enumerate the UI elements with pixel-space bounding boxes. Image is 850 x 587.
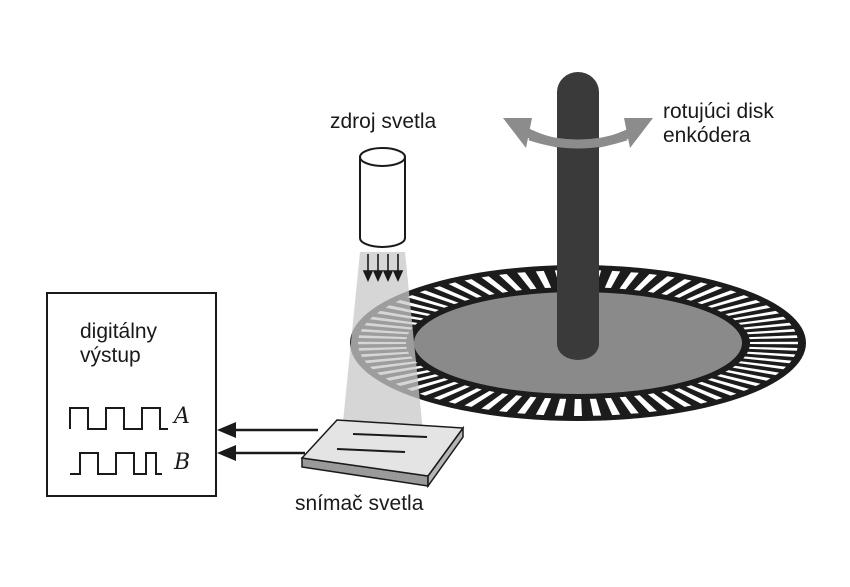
disk-slot — [448, 388, 482, 404]
light-source-icon — [359, 147, 406, 248]
output-box — [46, 292, 217, 497]
disk-slot — [464, 391, 495, 407]
light-source-label: zdroj svetla — [330, 110, 437, 133]
disk-slot — [619, 272, 639, 290]
disk-slot — [633, 274, 657, 291]
disk-slot — [674, 282, 708, 298]
disk-slot — [707, 295, 750, 308]
disk-slot — [481, 276, 509, 293]
disk-slot — [481, 393, 509, 410]
disk-slot — [499, 395, 523, 412]
disk-slot — [717, 374, 761, 386]
shaft — [557, 72, 599, 360]
signal-a-wave — [69, 407, 168, 430]
disk-slot — [604, 398, 621, 416]
disk-slot — [725, 370, 771, 381]
disk-slot — [589, 398, 602, 416]
disk-slot — [686, 286, 723, 301]
output-label-line2: výstup — [80, 344, 141, 367]
disk-slot — [732, 310, 780, 321]
disk-slot — [535, 270, 552, 288]
disk-slot — [604, 270, 621, 288]
disk-slot — [686, 385, 723, 400]
disk-slot — [697, 290, 737, 305]
disk-slot — [732, 365, 780, 376]
sensor-top — [300, 419, 465, 477]
disk-slot — [517, 396, 537, 414]
light-sensor — [300, 419, 465, 489]
disk-slot — [554, 398, 567, 416]
disk-slot — [419, 290, 459, 305]
disk-slot — [717, 300, 761, 312]
disk-slot — [647, 276, 675, 293]
disk-slot — [419, 381, 459, 396]
disk-slot — [661, 391, 692, 407]
disk-slot — [448, 282, 482, 298]
signal-arrows — [217, 422, 318, 461]
disk-slot — [433, 286, 470, 301]
sensor-label: snímač svetla — [295, 492, 424, 515]
disk-slot — [647, 393, 675, 410]
output-label-line1: digitálny — [80, 320, 158, 343]
disk-slot — [464, 279, 495, 295]
disk-slot — [749, 335, 798, 340]
disk-slot — [433, 385, 470, 400]
disk-slots — [358, 270, 798, 416]
disk-slot — [746, 351, 796, 357]
disk-label-line1: rotujúci disk — [663, 100, 774, 123]
disk-slot — [674, 388, 708, 404]
disk-slot — [499, 274, 523, 291]
disk-slot — [574, 399, 582, 416]
light-beam — [340, 252, 425, 452]
disk-slot — [738, 361, 787, 370]
disk-slot — [619, 396, 639, 414]
disk-slot — [406, 295, 449, 308]
rotation-arrow-icon — [503, 118, 653, 149]
disk-slot — [738, 316, 787, 325]
disk-slot — [750, 341, 798, 345]
disk-slot — [633, 395, 657, 412]
disk-slot — [725, 305, 771, 316]
disk-slot — [749, 346, 798, 351]
light-ray-arrows — [362, 254, 404, 282]
disk-slot — [707, 378, 750, 391]
disk-slot — [517, 272, 537, 290]
disk-slot — [746, 329, 796, 335]
disk-slot — [697, 381, 737, 396]
sensor-track-b — [336, 448, 406, 453]
disk-slot — [743, 322, 792, 330]
signal-b-wave — [70, 452, 162, 475]
sensor-track-a — [352, 433, 428, 438]
disk-slot — [743, 356, 792, 364]
disk-label-line2: enkódera — [663, 124, 751, 147]
disk-slot — [535, 398, 552, 416]
signal-a-label: A — [174, 404, 190, 429]
disk-slot — [661, 279, 692, 295]
signal-b-label: B — [174, 450, 191, 475]
